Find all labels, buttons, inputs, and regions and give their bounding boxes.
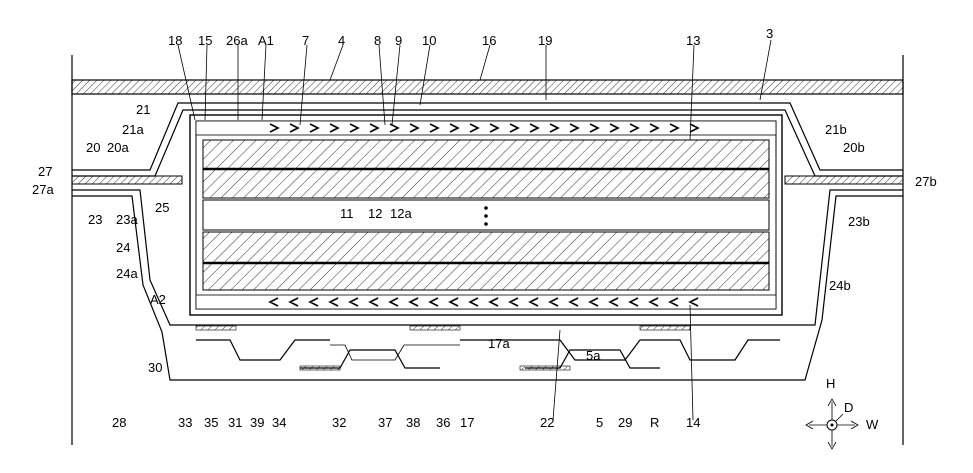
label-23a: 23a (116, 212, 138, 227)
label-21a: 21a (122, 122, 144, 137)
label-27a: 27a (32, 182, 54, 197)
label-21: 21 (136, 102, 150, 117)
top-chevron-layer (196, 121, 776, 135)
label-32: 32 (332, 415, 346, 430)
label-21b: 21b (825, 122, 847, 137)
label-23b: 23b (848, 214, 870, 229)
label-17: 17 (460, 415, 474, 430)
label-10: 10 (422, 33, 436, 48)
compass-label-W: W (866, 417, 879, 432)
label-20b: 20b (843, 140, 865, 155)
label-12: 12 (368, 206, 382, 221)
label-A1: A1 (258, 33, 274, 48)
label-17a: 17a (488, 336, 510, 351)
label-24b: 24b (829, 278, 851, 293)
label-31: 31 (228, 415, 242, 430)
label-R: R (650, 415, 659, 430)
label-24a: 24a (116, 266, 138, 281)
label-39: 39 (250, 415, 264, 430)
label-26a: 26a (226, 33, 248, 48)
label-9: 9 (395, 33, 402, 48)
label-24: 24 (116, 240, 130, 255)
bottom-chevron-layer (196, 295, 776, 309)
label-35: 35 (204, 415, 218, 430)
label-13: 13 (686, 33, 700, 48)
label-38: 38 (406, 415, 420, 430)
label-16: 16 (482, 33, 496, 48)
direction-compass: H D W (806, 376, 879, 449)
label-29: 29 (618, 415, 632, 430)
label-27: 27 (38, 164, 52, 179)
label-33: 33 (178, 415, 192, 430)
label-27b: 27b (915, 174, 937, 189)
label-20: 20 (86, 140, 100, 155)
label-37: 37 (378, 415, 392, 430)
compass-label-D: D (844, 400, 853, 415)
label-28: 28 (112, 415, 126, 430)
label-25: 25 (155, 200, 169, 215)
label-15: 15 (198, 33, 212, 48)
label-34: 34 (272, 415, 286, 430)
label-20a: 20a (107, 140, 129, 155)
label-A2: A2 (150, 292, 166, 307)
label-8: 8 (374, 33, 381, 48)
cell-stack-top (203, 140, 769, 198)
compass-label-H: H (826, 376, 835, 391)
label-11: 11 (340, 206, 354, 221)
label-12a: 12a (390, 206, 412, 221)
label-5: 5 (596, 415, 603, 430)
label-30: 30 (148, 360, 162, 375)
label-5a: 5a (586, 348, 601, 363)
label-36: 36 (436, 415, 450, 430)
top-plate (72, 80, 903, 94)
label-14: 14 (686, 415, 700, 430)
label-22: 22 (540, 415, 554, 430)
stack-gap (203, 200, 769, 230)
label-18: 18 (168, 33, 182, 48)
label-4: 4 (338, 33, 345, 48)
label-19: 19 (538, 33, 552, 48)
label-3: 3 (766, 26, 773, 41)
label-7: 7 (302, 33, 309, 48)
cell-stack-bottom (203, 232, 769, 290)
label-23: 23 (88, 212, 102, 227)
